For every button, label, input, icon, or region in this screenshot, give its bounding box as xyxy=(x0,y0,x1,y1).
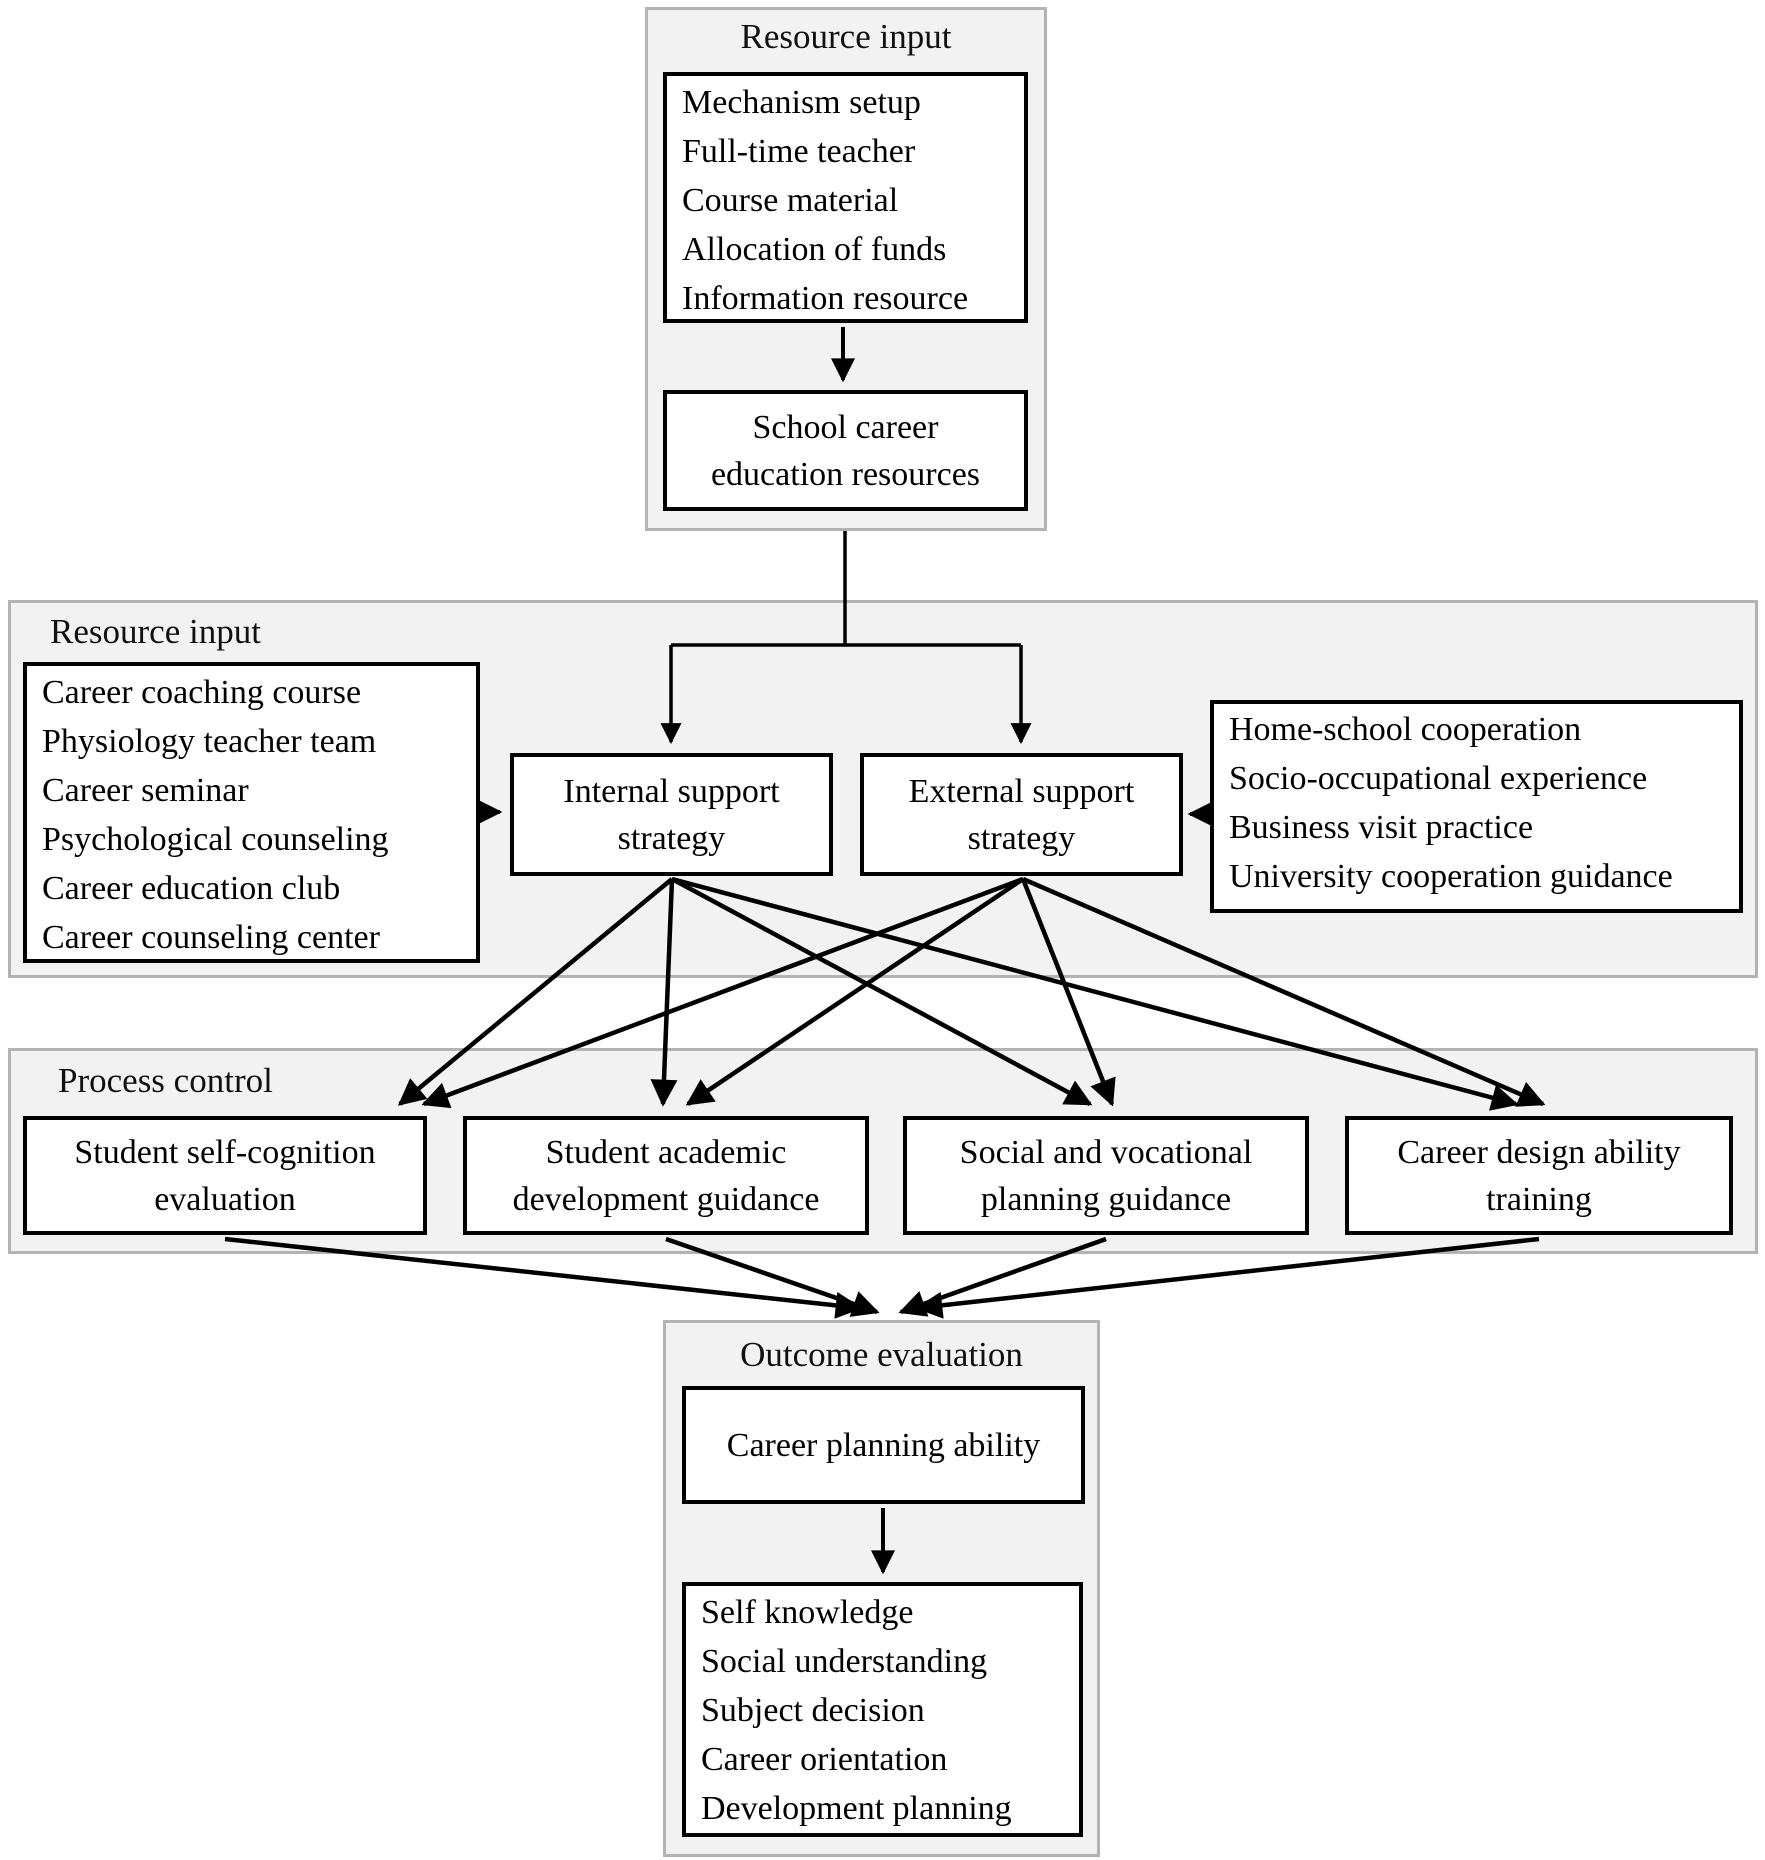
text-line: planning guidance xyxy=(980,1180,1232,1218)
box-student-academic-development-guidance: Student academic development guidance xyxy=(463,1116,869,1235)
external-resource-item: University cooperation guidance xyxy=(1229,858,1673,895)
text-line: development guidance xyxy=(512,1180,820,1218)
text-line: External support xyxy=(908,772,1135,810)
external-resource-item: Home-school cooperation xyxy=(1229,711,1582,748)
text-line: Career design ability xyxy=(1397,1133,1681,1171)
box-career-design-ability-training: Career design ability training xyxy=(1345,1116,1733,1235)
text-line: strategy xyxy=(967,819,1076,857)
box-career-planning-ability: Career planning ability xyxy=(682,1386,1085,1504)
text-line: strategy xyxy=(617,819,726,857)
external-resource-item: Socio-occupational experience xyxy=(1229,760,1648,797)
text-line: School career xyxy=(752,408,939,446)
box-outcome-outputs: Self knowledge Social understanding Subj… xyxy=(682,1582,1083,1837)
outcome-output-item: Development planning xyxy=(701,1790,1012,1827)
text-line: Student academic xyxy=(545,1133,787,1171)
section-title-outcome-evaluation: Outcome evaluation xyxy=(740,1335,1023,1374)
resource-input-item: Course material xyxy=(682,182,899,219)
resource-input-item: Mechanism setup xyxy=(682,84,921,121)
box-internal-support-strategy: Internal support strategy xyxy=(510,753,833,876)
internal-resource-item: Psychological counseling xyxy=(42,821,389,858)
outcome-output-item: Career orientation xyxy=(701,1741,948,1778)
text-line: evaluation xyxy=(154,1180,296,1218)
internal-resource-item: Career seminar xyxy=(42,772,249,809)
box-social-and-vocational-planning-guidance: Social and vocational planning guidance xyxy=(903,1116,1309,1235)
text-line: Social and vocational xyxy=(959,1133,1253,1171)
internal-resource-item: Career coaching course xyxy=(42,674,362,711)
internal-resource-item: Physiology teacher team xyxy=(42,723,377,760)
box-external-support-strategy: External support strategy xyxy=(860,753,1183,876)
internal-resource-item: Career education club xyxy=(42,870,341,907)
text-line: Internal support xyxy=(563,772,780,810)
box-internal-resource-items: Career coaching course Physiology teache… xyxy=(23,662,480,963)
section-title-resource-input-top: Resource input xyxy=(740,17,952,56)
external-resource-item: Business visit practice xyxy=(1229,809,1534,846)
outcome-output-item: Self knowledge xyxy=(701,1594,914,1631)
box-student-self-cognition-evaluation: Student self-cognition evaluation xyxy=(23,1116,427,1235)
outcome-output-item: Social understanding xyxy=(701,1643,988,1680)
section-title-process-control: Process control xyxy=(58,1061,273,1100)
box-external-resource-items: Home-school cooperation Socio-occupation… xyxy=(1210,700,1743,913)
resource-input-item: Allocation of funds xyxy=(682,231,947,268)
text-line: Student self-cognition xyxy=(74,1133,376,1171)
resource-input-item: Full-time teacher xyxy=(682,133,916,170)
section-title-resource-input-middle: Resource input xyxy=(50,612,261,651)
internal-resource-item: Career counseling center xyxy=(42,919,380,956)
box-resource-inputs: Mechanism setup Full-time teacher Course… xyxy=(663,72,1028,323)
outcome-output-item: Subject decision xyxy=(701,1692,925,1729)
box-school-career-education-resources: School career education resources xyxy=(663,390,1028,511)
text-line: Career planning ability xyxy=(726,1426,1041,1464)
resource-input-item: Information resource xyxy=(682,280,969,317)
text-line: education resources xyxy=(710,455,981,493)
text-line: training xyxy=(1486,1180,1592,1218)
